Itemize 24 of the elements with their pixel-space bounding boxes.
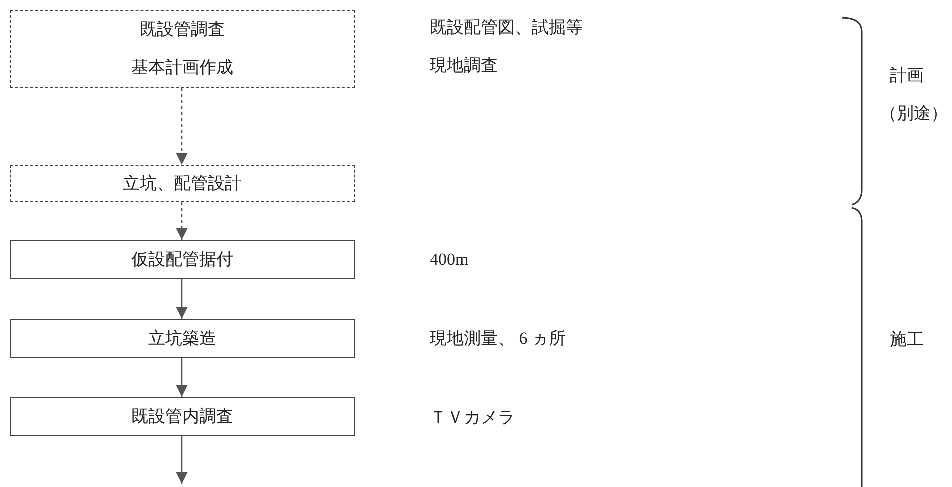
annotation-text: 現地測量、 6 ヵ所 (430, 329, 566, 349)
arrow (176, 436, 188, 484)
process-box (10, 10, 355, 88)
annotation-text: ＴＶカメラ (430, 408, 515, 428)
process-box (10, 397, 355, 436)
annotation-text: 既設配管図、試掘等 (430, 18, 583, 38)
arrow (176, 358, 188, 397)
process-box (10, 240, 355, 279)
phase-label: 計画 (890, 66, 924, 86)
process-box (10, 165, 355, 202)
box-text: 既設管調査 (140, 19, 225, 41)
arrow (176, 279, 188, 319)
box-text: 仮設配管据付 (132, 248, 234, 270)
box-text: 既設管内調査 (132, 406, 234, 428)
box-text: 基本計画作成 (132, 57, 234, 79)
annotation-text: 現地調査 (430, 56, 498, 76)
arrow (176, 88, 188, 165)
phase-label: （別途） (880, 104, 948, 124)
box-text: 立坑、配管設計 (123, 172, 242, 194)
arrow (176, 202, 188, 240)
process-box (10, 319, 355, 358)
phase-label: 施工 (890, 330, 924, 350)
box-text: 立坑築造 (148, 328, 216, 350)
annotation-text: 400m (430, 250, 469, 270)
